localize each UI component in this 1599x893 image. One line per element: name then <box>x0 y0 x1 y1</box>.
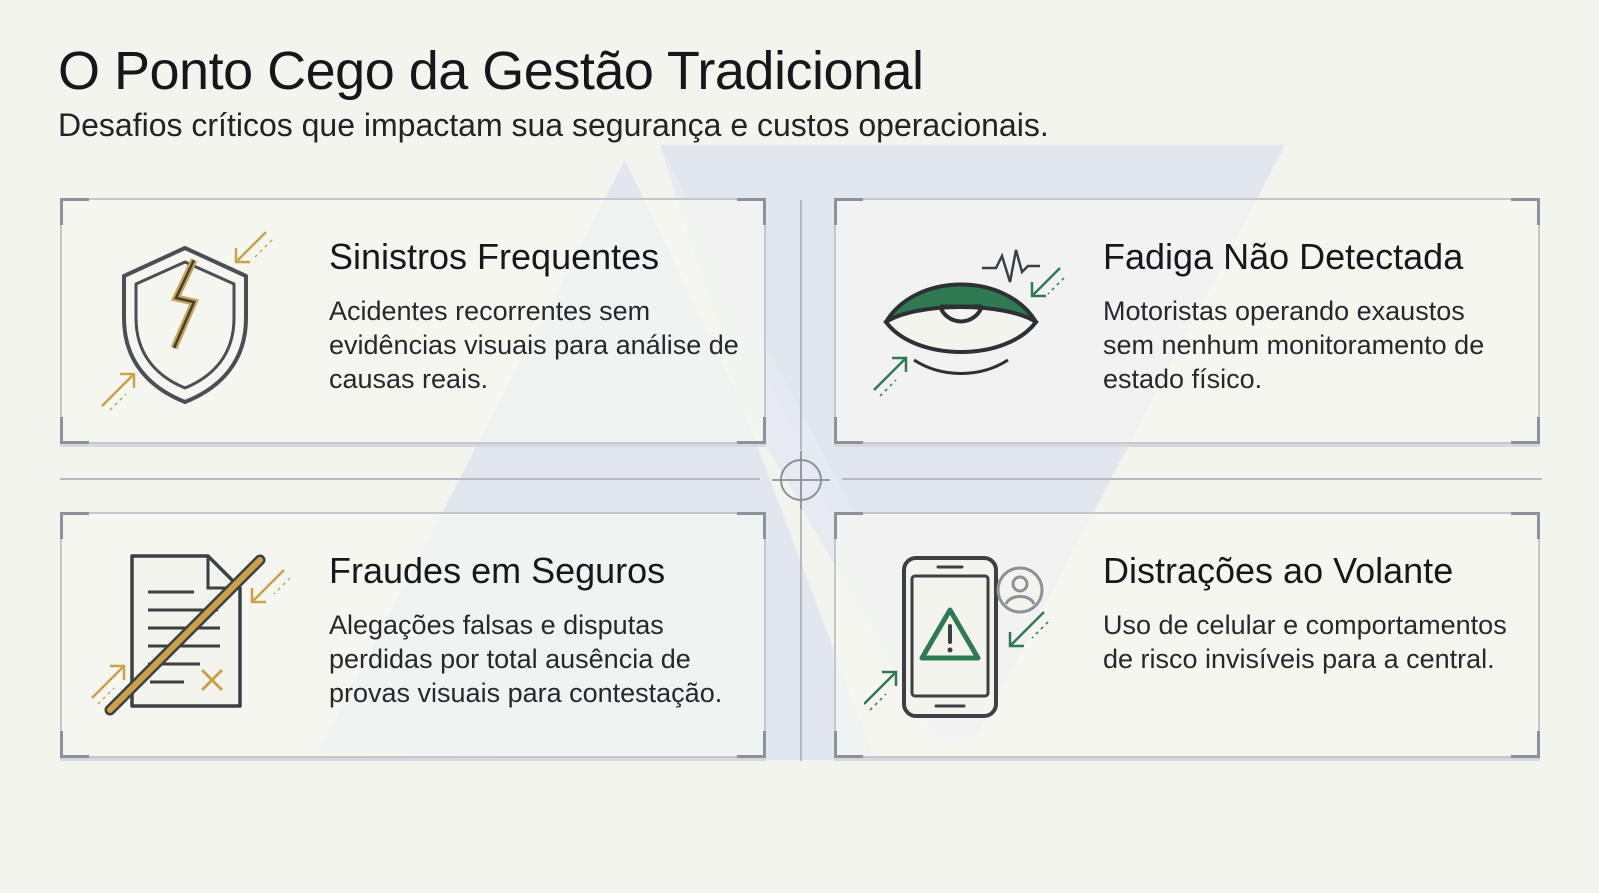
card-fraudes-em-seguros: Fraudes em Seguros Alegações falsas e di… <box>60 512 766 758</box>
card-description: Alegações falsas e disputas perdidas por… <box>329 610 723 708</box>
vertical-divider-bottom <box>800 506 802 761</box>
card-sinistros-frequentes: Sinistros Frequentes Acidentes recorrent… <box>60 198 766 444</box>
card-description: Motoristas operando exaustos sem nenhum … <box>1103 296 1485 394</box>
card-title: Sinistros Frequentes <box>329 236 660 277</box>
crosshair-icon <box>772 451 830 509</box>
card-title: Fadiga Não Detectada <box>1103 236 1464 277</box>
horizontal-divider-left <box>60 478 760 480</box>
crossed-document-icon <box>91 554 291 716</box>
card-title: Fraudes em Seguros <box>329 550 666 591</box>
broken-shield-icon <box>101 231 273 411</box>
vertical-divider-top <box>800 200 802 450</box>
card-distracoes-ao-volante: Distrações ao Volante Uso de celular e c… <box>834 512 1540 758</box>
horizontal-divider-right <box>842 478 1542 480</box>
card-description: Uso de celular e comportamentos de risco… <box>1103 610 1507 674</box>
card-fadiga-nao-detectada: Fadiga Não Detectada Motoristas operando… <box>834 198 1540 444</box>
phone-warning-icon <box>864 556 1049 718</box>
page-subtitle: Desafios críticos que impactam sua segur… <box>58 107 1049 143</box>
card-title: Distrações ao Volante <box>1103 550 1454 591</box>
tired-eye-icon <box>873 249 1065 397</box>
card-description: Acidentes recorrentes sem evidências vis… <box>329 296 739 394</box>
page-title: O Ponto Cego da Gestão Tradicional <box>58 41 924 101</box>
